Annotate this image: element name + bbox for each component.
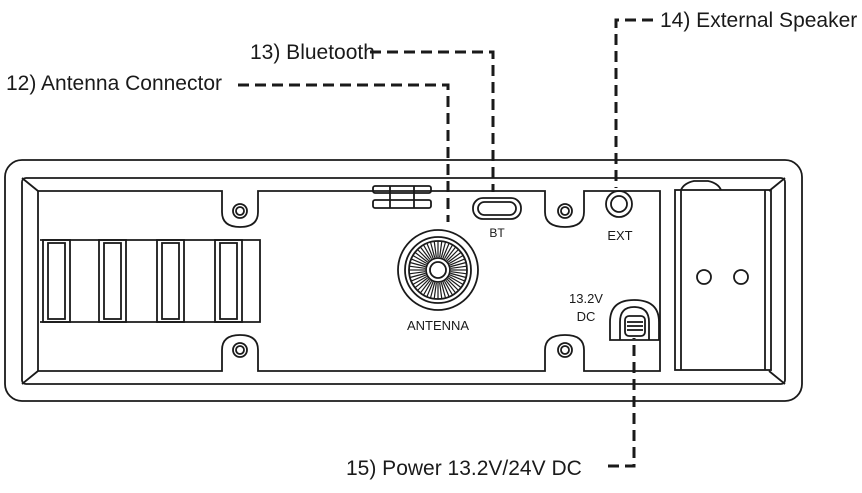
antenna-knurl-line xyxy=(433,282,437,299)
leader-line-external-speaker xyxy=(614,18,653,188)
antenna-knurl-line xyxy=(439,282,443,299)
heatsink-vents xyxy=(40,239,261,323)
leader-line-antenna-connector xyxy=(238,83,450,222)
antenna-knurl-line xyxy=(440,282,447,299)
antenna-knurl-line xyxy=(442,281,450,298)
antenna-knurl-line xyxy=(446,249,459,262)
antenna-label: ANTENNA xyxy=(407,318,469,333)
antenna-knurl-line xyxy=(410,274,427,282)
mounting-screw-top-left xyxy=(232,203,248,219)
antenna-knurl-line xyxy=(450,261,467,268)
antenna-knurl-line xyxy=(450,271,467,275)
antenna-knurl-line xyxy=(429,282,436,299)
antenna-knurl-line xyxy=(443,244,454,260)
antenna-knurl-line xyxy=(429,241,436,258)
antenna-knurl-line xyxy=(412,254,428,265)
antenna-knurl-line xyxy=(410,258,427,266)
bluetooth-port xyxy=(472,197,522,220)
bt-label: BT xyxy=(489,226,505,240)
recessed-panel xyxy=(37,190,661,372)
antenna-knurl-line xyxy=(445,246,457,261)
voltage-label: 13.2V xyxy=(569,291,603,306)
antenna-knurl-line xyxy=(414,251,429,263)
callout-bluetooth-label: 13) Bluetooth xyxy=(250,41,375,64)
ext-label: EXT xyxy=(607,228,632,243)
leader-lines xyxy=(238,18,653,468)
antenna-knurl-line xyxy=(419,279,431,294)
antenna-knurl-line xyxy=(439,241,443,258)
antenna-knurl-line xyxy=(417,249,430,262)
right-bracket xyxy=(674,180,772,371)
antenna-knurl-line xyxy=(447,251,462,263)
mounting-screw-top-right xyxy=(557,203,573,219)
leader-line-power xyxy=(608,338,636,468)
antenna-knurl-line xyxy=(422,280,433,296)
leader-line-bluetooth xyxy=(370,50,495,192)
mounting-screw-bottom-right xyxy=(557,342,573,358)
antenna-knurl-line xyxy=(426,242,434,259)
antenna-knurl-line xyxy=(422,244,433,260)
antenna-knurl-line xyxy=(409,265,426,269)
dc-label: DC xyxy=(577,309,596,324)
antenna-connector xyxy=(397,229,479,311)
callout-external-speaker-label: 14) External Speaker xyxy=(660,9,858,32)
antenna-knurl-line xyxy=(449,258,466,266)
external-speaker-jack xyxy=(605,190,633,218)
callout-power-label: 15) Power 13.2V/24V DC xyxy=(346,457,582,480)
mounting-screw-bottom-left xyxy=(232,342,248,358)
antenna-knurl-line xyxy=(414,277,429,289)
antenna-knurl-line xyxy=(450,272,467,279)
antenna-knurl-line xyxy=(433,241,437,258)
antenna-knurl-line xyxy=(409,272,426,279)
slot-vents xyxy=(372,185,432,209)
antenna-knurl-line xyxy=(448,254,464,265)
antenna-knurl-line xyxy=(445,279,457,294)
antenna-knurl-line xyxy=(443,280,454,296)
housing-outer xyxy=(4,159,803,402)
antenna-knurl-line xyxy=(440,241,447,258)
housing-inner xyxy=(21,177,786,385)
antenna-knurl-line xyxy=(447,277,462,289)
antenna-knurl-line xyxy=(426,281,434,298)
antenna-knurl-line xyxy=(409,261,426,268)
antenna-knurl-line xyxy=(449,274,466,282)
antenna-knurl-line xyxy=(417,278,430,291)
antenna-knurl-line xyxy=(450,265,467,269)
antenna-knurl-line xyxy=(442,242,450,259)
antenna-knurl-line xyxy=(446,278,459,291)
antenna-knurl-line xyxy=(448,275,464,286)
antenna-knurl-line xyxy=(409,271,426,275)
power-connector xyxy=(609,299,660,341)
antenna-knurl-line xyxy=(412,275,428,286)
antenna-knurl-line xyxy=(419,246,431,261)
callout-antenna-connector-label: 12) Antenna Connector xyxy=(6,72,222,95)
